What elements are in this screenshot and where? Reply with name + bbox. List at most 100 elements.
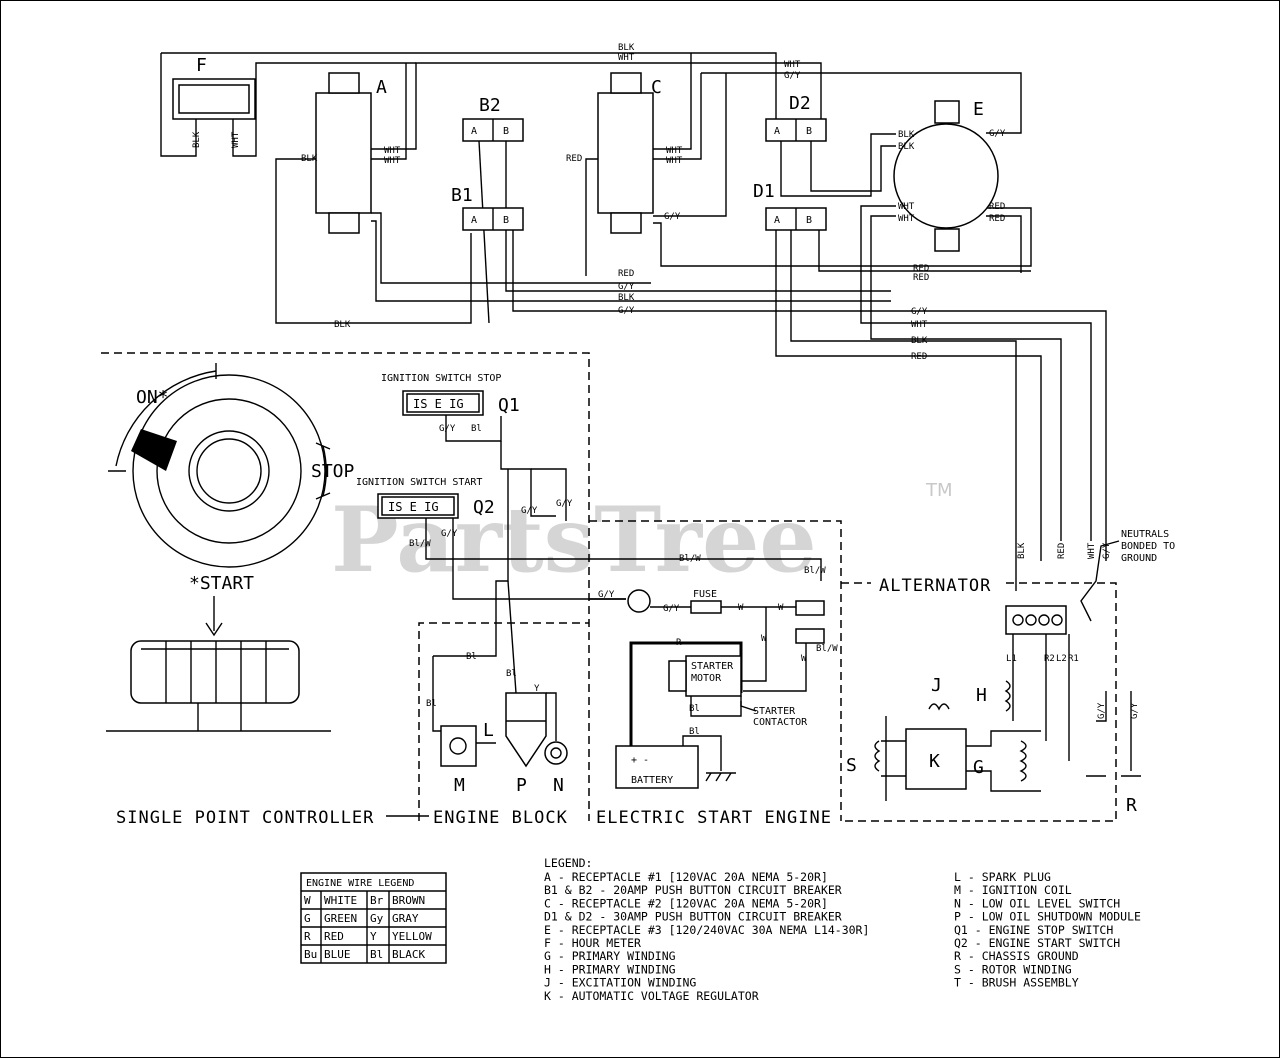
label-battery: BATTERY — [631, 775, 673, 786]
connector — [627, 589, 651, 613]
knob-side-view — [130, 640, 300, 704]
svg-text:B: B — [503, 126, 509, 137]
wire-label: G/Y — [664, 212, 681, 222]
legend-item: F - HOUR METER — [544, 936, 641, 950]
svg-text:B: B — [806, 126, 812, 137]
ignition-coil-M — [440, 725, 477, 767]
label-B1: B1 — [451, 185, 473, 206]
wire-label: RED — [911, 352, 927, 362]
label-neutrals-2: BONDED TO — [1121, 541, 1175, 552]
label-G: G — [973, 757, 984, 778]
legend-item: L - SPARK PLUG — [954, 870, 1051, 884]
engine-block: Bl Bl L M Bl P Y N — [418, 580, 589, 821]
wire-label: G/Y — [618, 306, 635, 316]
engine-wire-legend-cell: Bu — [304, 948, 317, 961]
label-neutrals-3: GROUND — [1121, 553, 1157, 564]
label-D1: D1 — [753, 181, 775, 202]
svg-text:G/Y: G/Y — [663, 604, 680, 614]
label-Q2: Q2 — [473, 497, 495, 518]
engine-wire-legend-cell: Bl — [370, 948, 383, 961]
wire-label: BLK — [898, 142, 915, 152]
electric-start-engine: G/Y G/Y FUSE W W W W Bl/W R STARTER MOTO… — [589, 520, 842, 821]
svg-text:R: R — [676, 638, 682, 648]
watermark-tm: TM — [925, 480, 953, 501]
label-start: *START — [189, 573, 254, 594]
svg-text:Bl/W: Bl/W — [679, 554, 701, 564]
engine-wire-legend-cell: Br — [370, 894, 384, 907]
svg-text:RED: RED — [1057, 543, 1067, 559]
label-neutrals-1: NEUTRALS — [1121, 529, 1169, 540]
svg-text:WHT: WHT — [1087, 542, 1097, 559]
legend-item: A - RECEPTACLE #1 [120VAC 20A NEMA 5-20R… — [544, 870, 828, 884]
receptacle-A — [315, 92, 372, 214]
wire-label: RED — [989, 214, 1005, 224]
legend-item: R - CHASSIS GROUND — [954, 949, 1079, 963]
svg-text:G/Y: G/Y — [598, 590, 615, 600]
engine-wire-legend-cell: Y — [370, 930, 377, 943]
fuse — [690, 600, 722, 614]
wire-label: WHT — [666, 146, 683, 156]
label-B2: B2 — [479, 95, 501, 116]
label-motor: MOTOR — [691, 673, 722, 684]
legend-col1: A - RECEPTACLE #1 [120VAC 20A NEMA 5-20R… — [544, 870, 869, 1003]
svg-text:G/Y: G/Y — [1130, 702, 1140, 719]
svg-text:W: W — [778, 603, 784, 613]
label-C: C — [651, 77, 662, 98]
wire-label: WHT — [618, 53, 635, 63]
engine-wire-legend-title: ENGINE WIRE LEGEND — [306, 878, 414, 889]
receptacle-E — [893, 123, 999, 229]
wire-label: RED — [913, 273, 929, 283]
engine-wire-legend-cell: R — [304, 930, 311, 943]
svg-text:A: A — [774, 215, 780, 226]
wire-label: WHT — [384, 156, 401, 166]
wire-label: BLK — [898, 130, 915, 140]
label-alternator: ALTERNATOR — [879, 576, 991, 596]
label-on: ON* — [136, 387, 169, 408]
wire-label: WHT — [911, 320, 928, 330]
wire-label: WHT — [231, 131, 241, 148]
legend-item: C - RECEPTACLE #2 [120VAC 20A NEMA 5-20R… — [544, 896, 828, 910]
label-stop: STOP — [311, 461, 355, 482]
label-R: R — [1126, 795, 1137, 816]
label-starter-contactor-2: CONTACTOR — [753, 717, 808, 728]
alternator: ALTERNATOR NEUTRALS BONDED TO GROUND BLK… — [841, 529, 1175, 822]
legend-item: T - BRUSH ASSEMBLY — [954, 976, 1079, 990]
wire-label: BLK — [618, 293, 635, 303]
legend-item: B1 & B2 - 20AMP PUSH BUTTON CIRCUIT BREA… — [544, 883, 842, 897]
engine-wire-legend-cell: GREEN — [324, 912, 357, 925]
wire-label: RED — [989, 202, 1005, 212]
svg-text:W: W — [801, 654, 807, 664]
label-S: S — [846, 755, 857, 776]
svg-text:L1: L1 — [1006, 654, 1017, 664]
legend-item: J - EXCITATION WINDING — [544, 976, 696, 990]
svg-text:A: A — [471, 215, 477, 226]
svg-text:G/Y: G/Y — [1097, 702, 1107, 719]
receptacle-C — [597, 92, 654, 214]
legend-item: S - ROTOR WINDING — [954, 962, 1072, 976]
svg-text:R2: R2 — [1044, 654, 1055, 664]
legend-title: LEGEND: — [544, 856, 592, 870]
svg-text:Bl/W: Bl/W — [409, 539, 431, 549]
label-fuse: FUSE — [693, 589, 717, 600]
legend-item: G - PRIMARY WINDING — [544, 949, 676, 963]
wire-label: G/Y — [989, 129, 1006, 139]
label-single-point: SINGLE POINT CONTROLLER — [116, 808, 374, 828]
knob-pointer — [131, 429, 177, 471]
label-P: P — [516, 775, 527, 796]
avr-K — [905, 728, 967, 790]
svg-text:Bl: Bl — [426, 699, 437, 709]
engine-wire-legend-cell: G — [304, 912, 311, 925]
label-N: N — [553, 775, 564, 796]
label-H: H — [976, 685, 987, 706]
svg-text:Bl: Bl — [471, 424, 482, 434]
wire-label: RED — [913, 264, 929, 274]
wire-label: WHT — [384, 146, 401, 156]
legend-item: N - LOW OIL LEVEL SWITCH — [954, 896, 1120, 910]
legend-item: M - IGNITION COIL — [954, 883, 1072, 897]
label-starter: STARTER — [691, 661, 734, 672]
svg-text:W: W — [761, 634, 767, 644]
svg-text:G/Y: G/Y — [521, 506, 538, 516]
engine-wire-legend-cell: BLUE — [324, 948, 351, 961]
svg-text:A: A — [471, 126, 477, 137]
